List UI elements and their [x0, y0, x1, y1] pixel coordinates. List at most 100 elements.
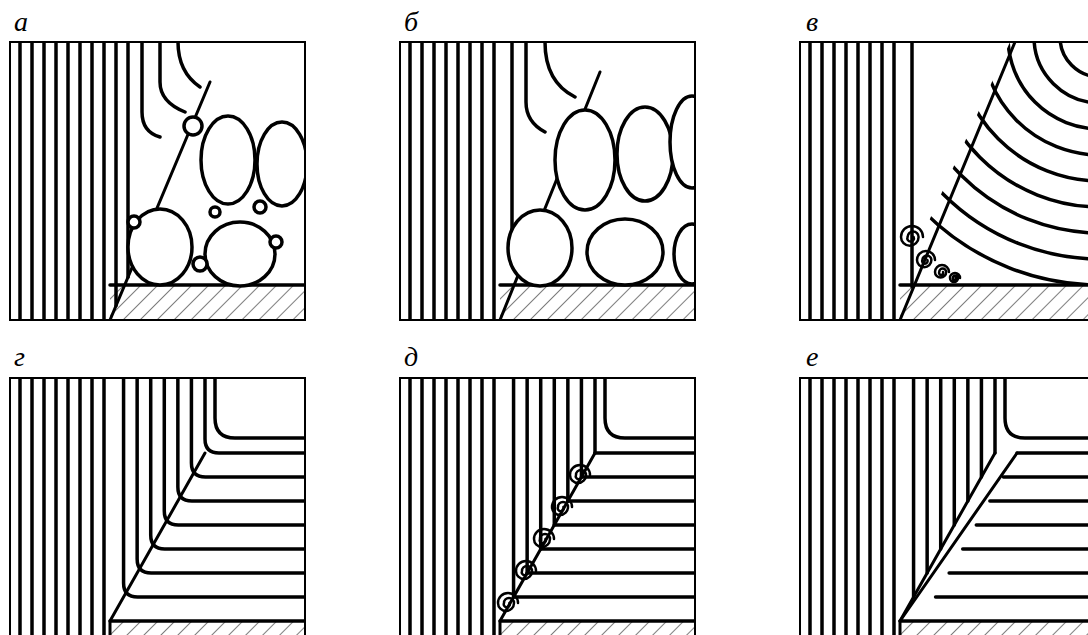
panel-content — [810, 378, 1088, 635]
substrate-surface — [900, 283, 1088, 287]
bent-line — [151, 378, 305, 549]
bent-line — [137, 378, 305, 573]
vortex — [498, 593, 518, 611]
bent-line — [124, 378, 305, 597]
grain — [555, 110, 615, 210]
grain-line — [78, 378, 82, 635]
grain — [128, 209, 192, 285]
panel — [410, 378, 695, 635]
grain — [257, 122, 305, 206]
panel-content — [410, 378, 695, 635]
grain — [205, 222, 275, 286]
arc-line — [1008, 42, 1088, 129]
bent-line — [593, 378, 597, 453]
bent-line — [980, 378, 984, 477]
bent-line — [605, 378, 695, 438]
substrate-hatch — [500, 285, 695, 320]
panel-frame — [400, 42, 695, 320]
bent-line — [1017, 451, 1088, 455]
grain — [270, 236, 282, 248]
bent-line — [953, 378, 957, 525]
bent-line — [595, 451, 695, 455]
grain-line — [30, 42, 34, 320]
bent-line — [912, 378, 916, 597]
grain-line — [456, 378, 460, 635]
bent-line — [966, 378, 970, 501]
grain — [128, 216, 140, 228]
grain-line — [42, 42, 46, 320]
bent-line — [539, 378, 543, 549]
substrate-hatch — [500, 621, 695, 635]
bent-line — [526, 42, 545, 132]
boundary — [900, 42, 1015, 320]
bent-line — [566, 378, 570, 501]
grain-line — [18, 42, 22, 320]
grain-line — [820, 42, 824, 320]
bent-line — [568, 499, 695, 503]
bent-line — [581, 475, 695, 479]
vortex — [950, 273, 960, 282]
panel-frame — [10, 42, 305, 320]
bent-line — [215, 378, 305, 438]
grain — [184, 117, 202, 135]
bent-line — [160, 42, 185, 112]
panel — [410, 42, 714, 320]
bent-line — [939, 378, 943, 549]
grain-line — [492, 42, 496, 320]
panel — [20, 42, 307, 320]
bent-line — [191, 378, 305, 477]
panel — [810, 378, 1088, 635]
substrate-surface — [110, 283, 305, 287]
grain-line — [90, 42, 94, 320]
arc-line — [930, 42, 1088, 207]
grain-line — [444, 378, 448, 635]
grain — [193, 257, 207, 271]
grain-line — [408, 378, 412, 635]
grain-line — [420, 42, 424, 320]
arc-line — [878, 42, 1088, 259]
panel-frame — [400, 378, 695, 635]
bent-line — [993, 378, 997, 453]
panel-frame — [800, 378, 1088, 635]
panel-letter: б — [404, 8, 418, 36]
bent-line — [1003, 475, 1088, 479]
panel-frame — [10, 378, 305, 635]
grain-line — [832, 42, 836, 320]
bent-line — [554, 523, 695, 527]
grain-line — [42, 378, 46, 635]
arc-line — [852, 42, 1088, 285]
panel-content — [20, 378, 305, 635]
grain-line — [54, 378, 58, 635]
grain — [674, 224, 695, 284]
arc-line — [1060, 42, 1088, 77]
substrate-surface — [500, 619, 695, 623]
grain-line — [78, 42, 82, 320]
grain-line — [90, 378, 94, 635]
grain-line — [480, 42, 484, 320]
arc-line — [1034, 42, 1088, 103]
vortex — [534, 529, 554, 547]
grain-line — [420, 378, 424, 635]
grain — [254, 201, 266, 213]
vortex — [935, 265, 949, 278]
grain-line — [868, 42, 872, 320]
grain-line — [102, 378, 106, 635]
grain-line — [480, 378, 484, 635]
substrate-hatch — [110, 285, 305, 320]
bent-line — [164, 378, 305, 525]
grain-line — [432, 42, 436, 320]
bent-line — [936, 595, 1088, 599]
grain-line — [492, 378, 496, 635]
bent-line — [525, 378, 529, 573]
grain-line — [880, 378, 884, 635]
grain-line — [66, 42, 70, 320]
grain — [508, 210, 572, 286]
panel-content — [410, 42, 695, 320]
grain-line — [808, 42, 812, 320]
grain-line — [856, 42, 860, 320]
grain-line — [18, 378, 22, 635]
grain-line — [856, 378, 860, 635]
vortex — [552, 497, 572, 515]
bent-line — [1005, 378, 1088, 438]
